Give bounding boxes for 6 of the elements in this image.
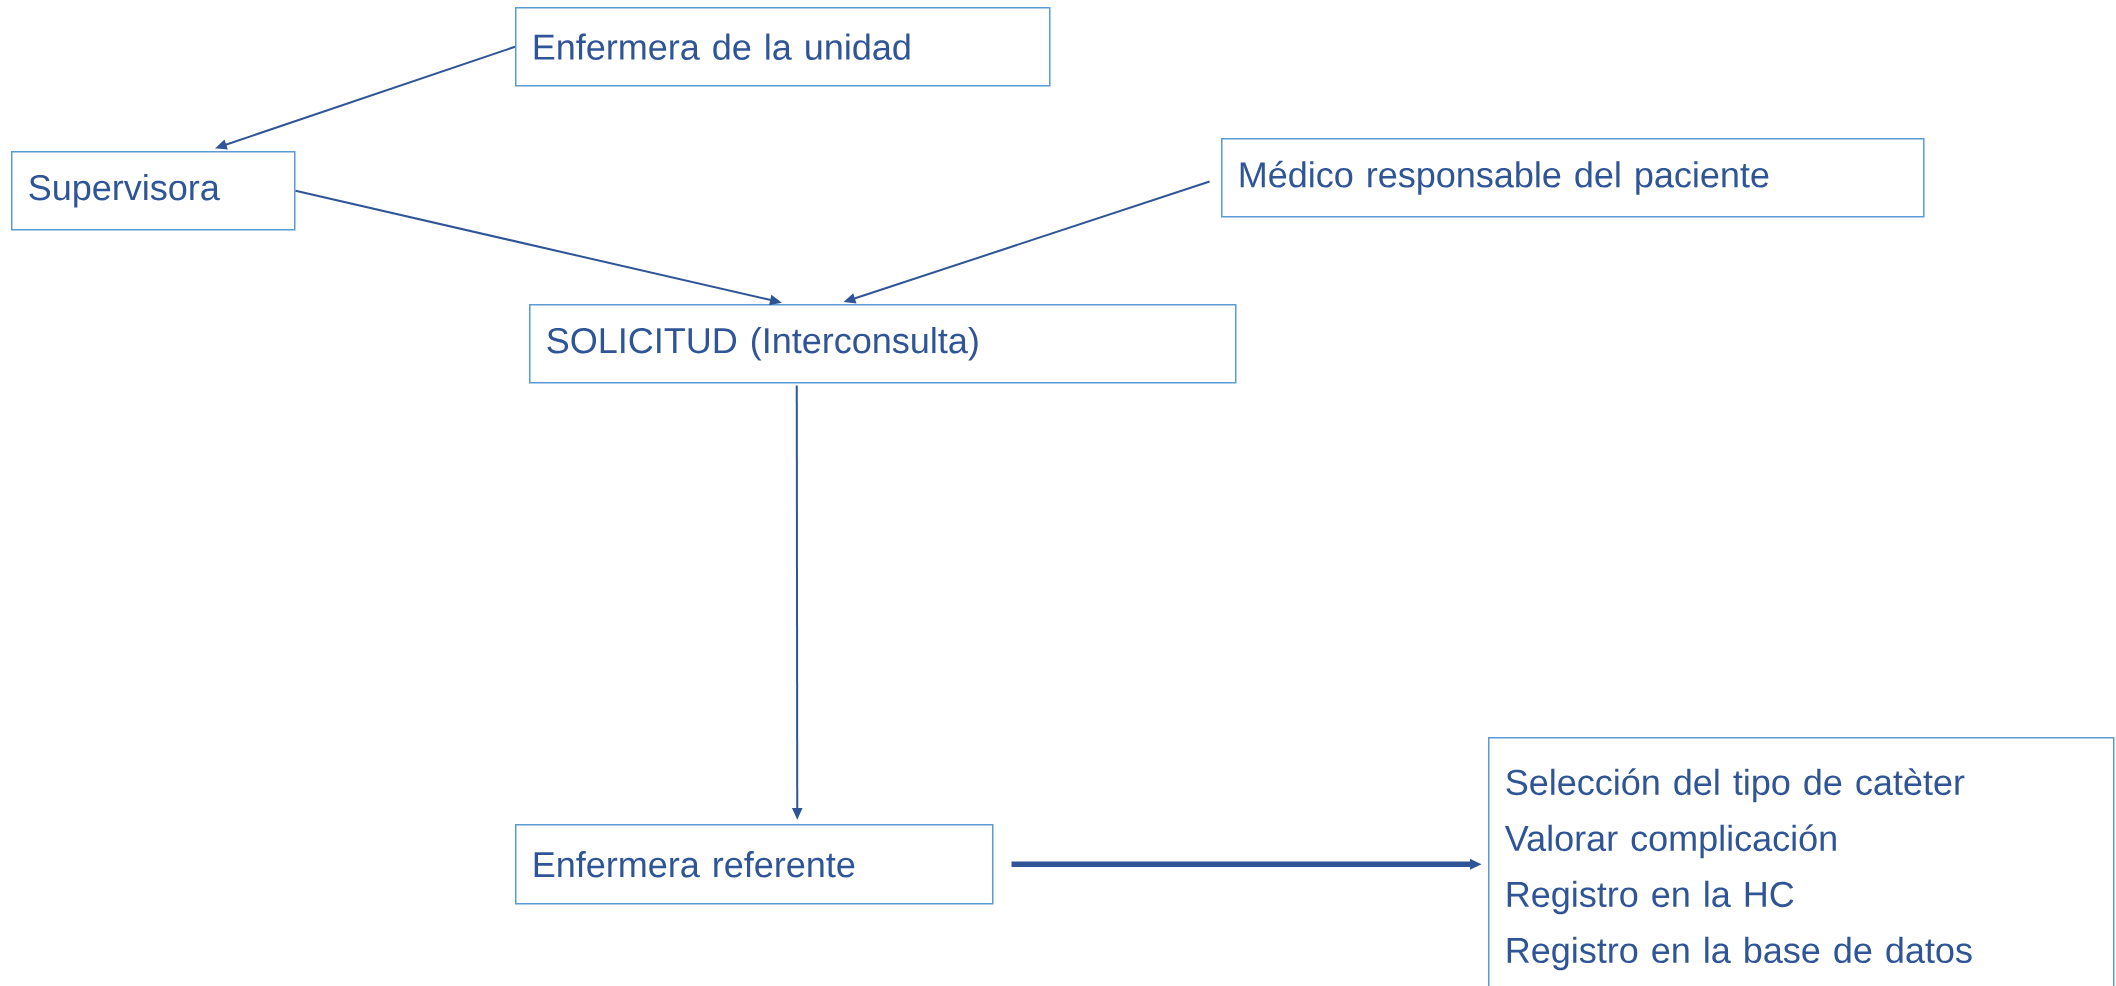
process-box: Enfermera referente [515,824,994,905]
process-box: Enfermera de la unidad [515,7,1051,87]
process-box: Supervisora [11,151,296,231]
list-box: Selección del tipo de catèter Valorar complicación Registro en la HC Registro en la base de datos [1488,737,2115,986]
process-box: Médico responsable del paciente [1221,138,1925,218]
process-box: SOLICITUD (Interconsulta) [529,304,1237,384]
